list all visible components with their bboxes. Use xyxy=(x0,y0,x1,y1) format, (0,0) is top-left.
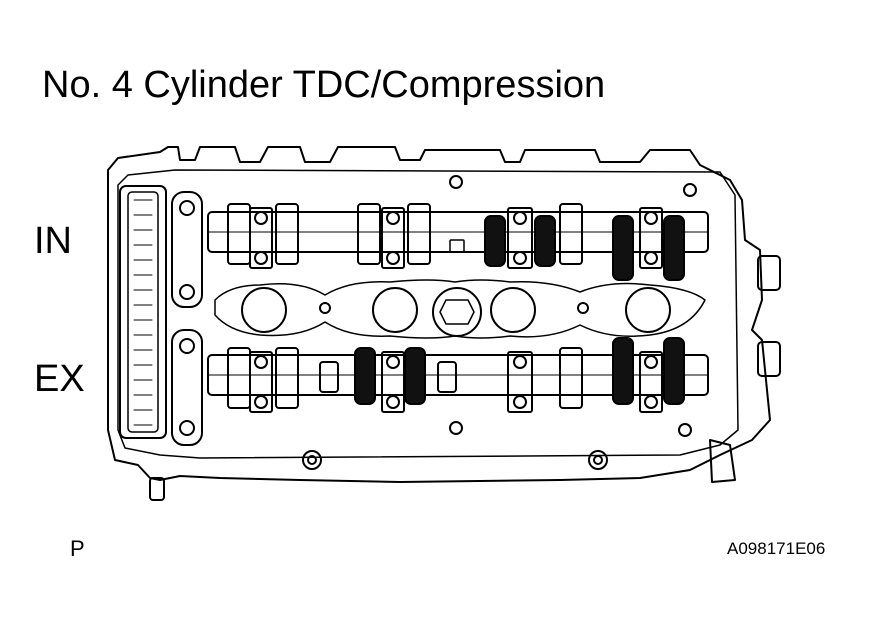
exhaust-marked-lobes xyxy=(354,337,685,405)
intake-cam-end xyxy=(171,191,203,308)
head-inner-outline xyxy=(117,169,739,459)
plug-bores xyxy=(214,279,706,339)
intake-camshaft-label: IN xyxy=(34,220,72,262)
head-bolt-holes xyxy=(302,175,697,470)
diagram-title: No. 4 Cylinder TDC/Compression xyxy=(42,64,606,106)
corner-note: P xyxy=(70,536,85,561)
intake-camshaft xyxy=(207,203,709,269)
right-bracket xyxy=(709,255,781,483)
head-outline xyxy=(107,146,771,483)
figure-id: A098171E06 xyxy=(727,539,826,558)
lower-sensor xyxy=(149,477,165,501)
exhaust-camshaft-label: EX xyxy=(34,358,85,400)
exhaust-cam-end xyxy=(171,329,203,446)
intake-marked-lobes xyxy=(484,215,685,281)
timing-chain-guide xyxy=(119,185,167,439)
